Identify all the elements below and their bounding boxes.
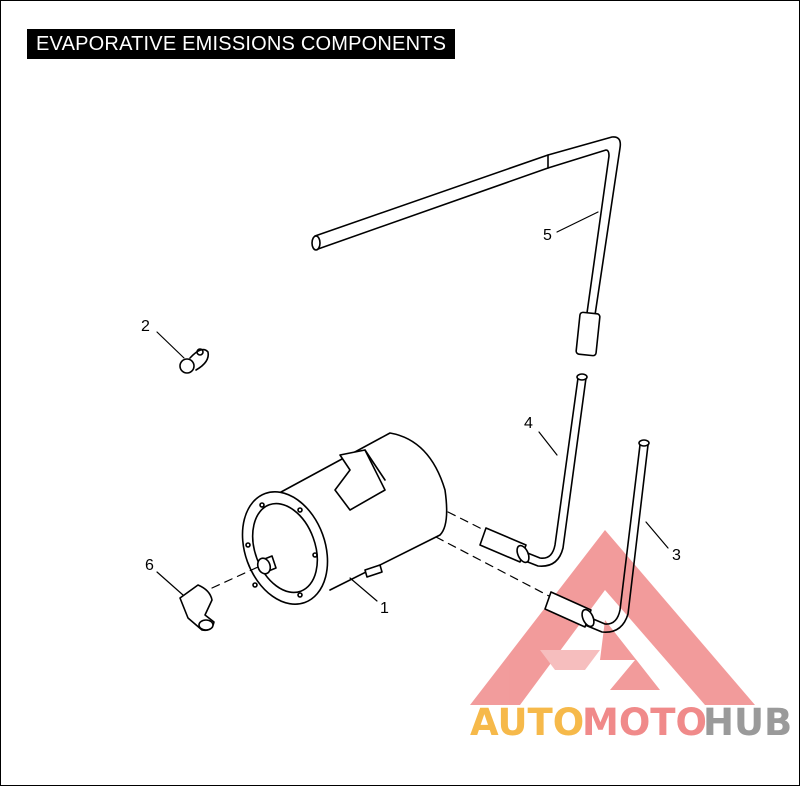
- part-5-vapor-tube: [311, 136, 622, 357]
- part-2-clip: [179, 348, 210, 374]
- leader-lines: [156, 211, 669, 602]
- alignment-lines: [211, 511, 550, 597]
- part-4-tube: [479, 373, 588, 567]
- callout-3: 3: [672, 547, 681, 564]
- callout-4: 4: [524, 415, 533, 432]
- watermark-hub: HUB: [703, 701, 792, 744]
- part-6-elbow-fitting: [179, 584, 215, 632]
- watermark-moto: MOTO: [582, 701, 707, 744]
- watermark-auto: AUTO: [470, 701, 584, 744]
- callout-6: 6: [145, 557, 154, 574]
- callout-2: 2: [141, 318, 150, 335]
- part-1-canister: [241, 432, 448, 605]
- callout-5: 5: [543, 227, 552, 244]
- watermark-triangle: [470, 530, 755, 705]
- watermark-logo: AUTO MOTO HUB: [470, 701, 792, 744]
- callout-1: 1: [380, 600, 389, 617]
- diagram-title: EVAPORATIVE EMISSIONS COMPONENTS: [27, 29, 456, 59]
- part-3-tube: [544, 439, 650, 633]
